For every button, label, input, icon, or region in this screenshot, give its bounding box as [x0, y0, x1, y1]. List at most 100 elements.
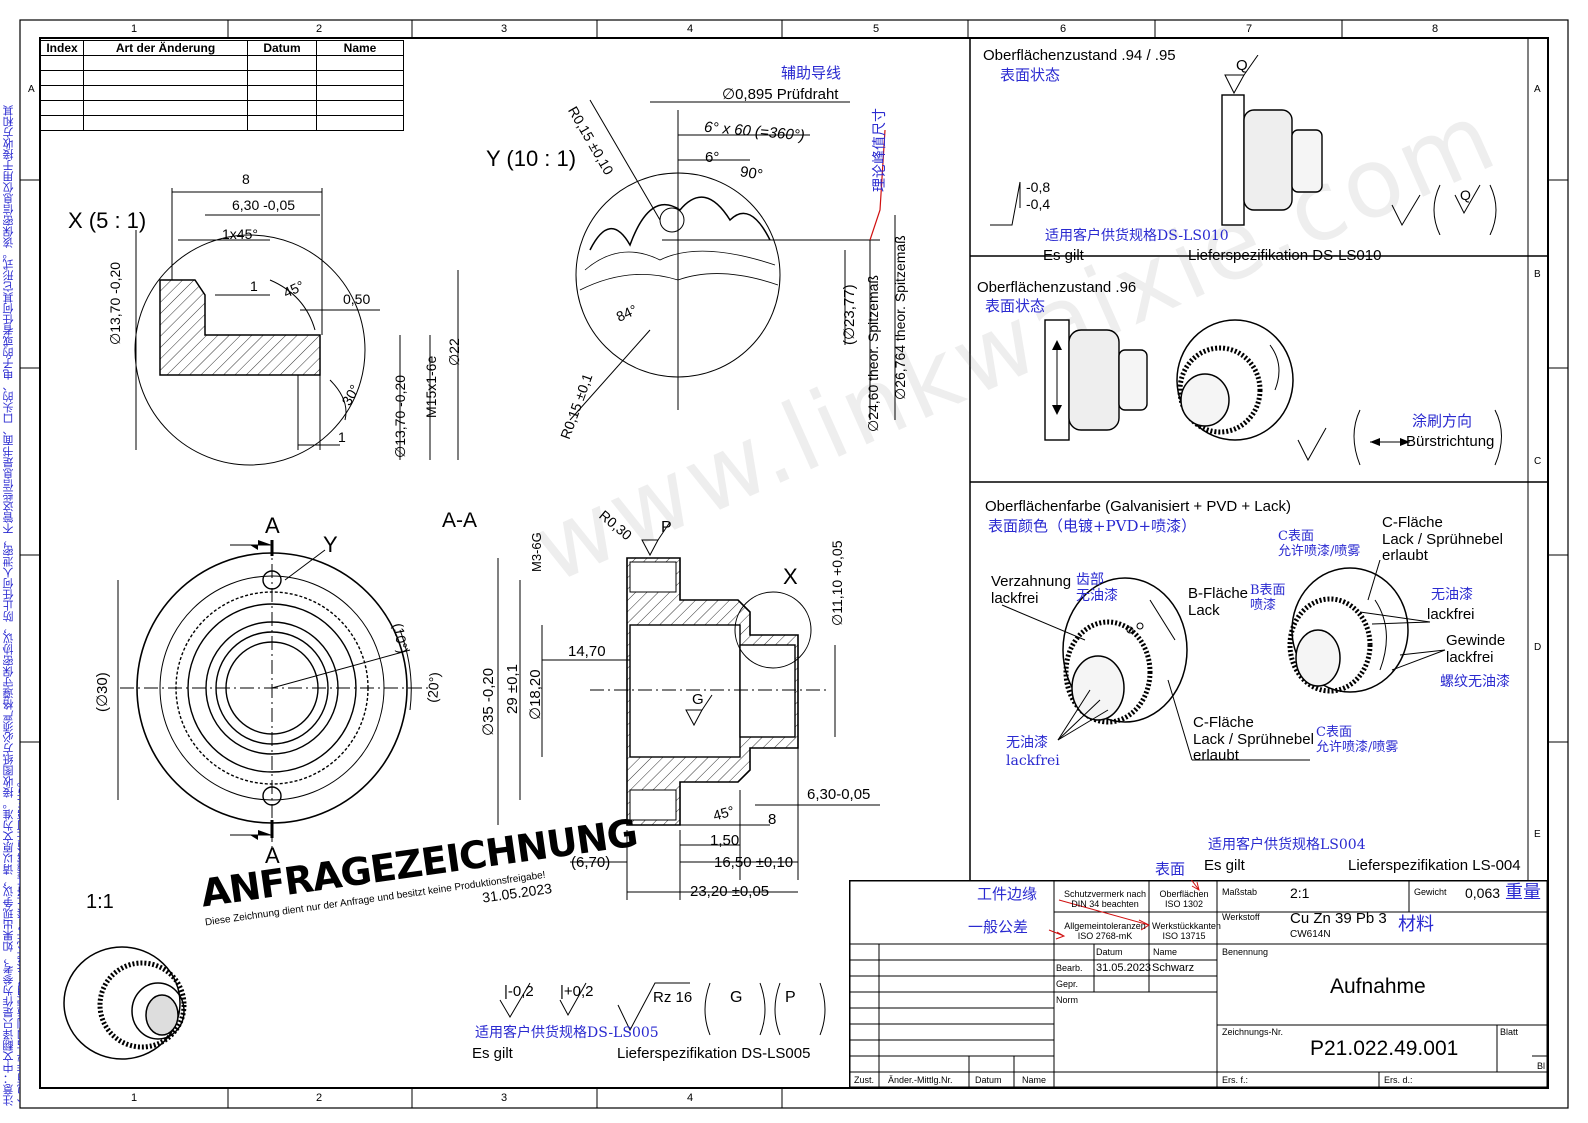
col-label-1: 1	[131, 23, 138, 35]
tb-name-header: Name	[1153, 947, 1178, 957]
dim-x-050: 0,50	[343, 291, 371, 307]
col-label-3-bottom: 3	[501, 1092, 508, 1104]
dim-630-bottom: 6,30-0,05	[807, 786, 871, 803]
dim-1650: 16,50 ±0,10	[714, 854, 794, 871]
dim-front-d30: (∅30)	[94, 672, 111, 712]
label-left-lackfrei: 无油漆 lackfrei	[1006, 735, 1060, 769]
rev-header-datum: Datum	[247, 40, 317, 56]
tb-benennung: Aufnahme	[1330, 975, 1426, 998]
tb-oberflaechen: Oberflächen ISO 1302	[1159, 889, 1209, 910]
cn-note-ls005: 适用客户供货规格DS-LS005	[475, 1025, 659, 1041]
scale-1-1-label: 1:1	[86, 891, 114, 913]
surface-color-cn: 表面颜色（电镀+PVD+喷漆）	[988, 517, 1197, 535]
col-label-2-bottom: 2	[316, 1092, 323, 1104]
label-m3-thread: M3-6G	[529, 532, 544, 572]
tolerance-minus-02: |-0,2	[504, 983, 534, 1000]
surface-94-drawing	[1221, 55, 1497, 235]
surface-symbol-g-bottom: G	[730, 989, 743, 1006]
dim-x-d1370-right: ∅13,70 -0,20	[392, 374, 408, 458]
surface-96-cn: 表面状态	[985, 297, 1046, 315]
brush-direction-cn: 涂刷方向	[1412, 412, 1473, 430]
finish-symbols-bottom	[499, 982, 826, 1036]
section-marker-a-top: A	[265, 513, 280, 538]
note-peak-size: 理论峰值尺寸	[872, 108, 888, 192]
label-b-flaeche-cn: B表面 喷漆	[1250, 583, 1286, 613]
tb-zust: Zust.	[854, 1075, 875, 1085]
dim-2320: 23,20 ±0,05	[690, 883, 770, 900]
dim-x-d1370-left: ∅13,70 -0,20	[107, 261, 123, 345]
revision-table: Index Art der Änderung Datum Name	[40, 40, 404, 131]
dim-x-1-bottom: 1	[338, 429, 346, 445]
label-gewinde-cn: 螺纹无油漆	[1440, 674, 1510, 690]
col-label-8: 8	[1432, 23, 1439, 35]
es-gilt-ls004: Es gilt	[1204, 857, 1245, 874]
tolerance-plus-02: |+0,2	[560, 983, 594, 1000]
dim-x-d22: ∅22	[446, 338, 462, 366]
dim-150: 1,50	[710, 832, 740, 849]
tb-schutzvermerk: Schutzvermerk nach DIN 34 beachten	[1063, 889, 1147, 910]
spec-ls010: Lieferspezifikation DS-LS010	[1188, 247, 1382, 264]
dim-x-1: 1	[250, 278, 258, 294]
tb-aender: Änder.-Mittlg.Nr.	[888, 1075, 953, 1085]
rev-row	[40, 100, 404, 116]
confidentiality-note: 注意：中文翻译只是作为参考，如果出现争议，请以原文为准。接收图纸方必须严格遵守保…	[2, 105, 20, 1106]
tb-bearb-label: Bearb.	[1056, 963, 1083, 973]
col-label-4: 4	[687, 23, 694, 35]
tb-norm-label: Norm	[1056, 995, 1078, 1005]
label-c-top: C-Fläche Lack / Sprühnebel erlaubt	[1382, 514, 1503, 564]
view-y-title: Y (10 : 1)	[486, 146, 577, 171]
view-x-title: X (5 : 1)	[68, 208, 147, 233]
row-label-d: D	[1534, 642, 1542, 653]
surface-color-drawing	[1001, 560, 1446, 761]
tolerance-symbol-94	[990, 181, 1021, 226]
front-view-drawing	[117, 540, 430, 850]
label-gewinde: Gewinde lackfrei	[1446, 632, 1506, 666]
tb-datum: Datum	[975, 1075, 1002, 1085]
detail-marker-y: Y	[323, 532, 338, 557]
label-b-flaeche: B-Fläche Lack	[1188, 585, 1249, 619]
label-verzahnung: Verzahnung lackfrei	[991, 573, 1072, 607]
tb-werkstoff-code: CW614N	[1290, 929, 1331, 940]
tb-zeichnungsnr: P21.022.49.001	[1310, 1037, 1459, 1060]
tb-gewicht: 0,063	[1465, 885, 1501, 901]
section-aa-title: A-A	[442, 509, 478, 532]
row-label-c: C	[1534, 456, 1542, 467]
cn-note-ls004: 适用客户供货规格LS004	[1208, 837, 1366, 853]
tb-ers-d: Ers. d.:	[1384, 1075, 1413, 1085]
tolerance-minus04: -0,4	[1026, 196, 1051, 212]
note-guide-line: 辅助导线	[781, 64, 842, 82]
title-block-grid	[849, 880, 1549, 1089]
detail-marker-x: X	[783, 564, 798, 589]
dim-x-chamfer: 1x45°	[222, 226, 258, 242]
col-label-6: 6	[1060, 23, 1067, 35]
annotation-tolerance-cn: 一般公差	[968, 918, 1029, 936]
annotation-surface-cn: 表面	[1155, 860, 1186, 878]
section-marker-a-bottom: A	[265, 843, 280, 868]
dim-d35: ∅35 -0,20	[480, 667, 497, 736]
tb-bearb-name: Schwarz	[1152, 962, 1195, 974]
rev-header-art: Art der Änderung	[83, 40, 248, 56]
dim-d1820: ∅18,20	[527, 669, 544, 720]
detail-view-y-drawing	[569, 99, 896, 421]
dim-front-20deg: (20°)	[424, 671, 443, 704]
label-lackfrei: lackfrei	[1427, 606, 1475, 623]
dim-x-630: 6,30 -0,05	[232, 197, 296, 213]
tb-gewicht-label: Gewicht	[1414, 887, 1447, 897]
surface-94-cn: 表面状态	[1000, 66, 1061, 84]
surface-symbol-p: P	[661, 519, 672, 536]
label-c-bottom: C-Fläche Lack / Sprühnebel erlaubt	[1193, 714, 1314, 764]
row-label-e: E	[1534, 829, 1541, 840]
dim-y-6deg: 6°	[705, 149, 720, 166]
tb-massstab-label: Maßstab	[1222, 887, 1258, 897]
col-label-3: 3	[501, 23, 508, 35]
label-verzahnung-cn: 齿部 无油漆	[1076, 572, 1118, 605]
surface-symbol-q-94: Q	[1236, 57, 1248, 74]
annotation-edge-cn: 工件边缘	[977, 885, 1038, 903]
section-aa-drawing	[497, 521, 880, 900]
dim-y-90deg: 90°	[738, 163, 764, 184]
tolerance-minus08: -0,8	[1026, 179, 1051, 195]
detail-view-x-drawing	[134, 188, 459, 466]
tb-zeichnungsnr-label: Zeichnungs-Nr.	[1222, 1027, 1284, 1037]
spec-ls005: Lieferspezifikation DS-LS005	[617, 1045, 811, 1062]
tb-allgemeintoleranzen: Allgemeintoleranzen ISO 2768-mK	[1064, 921, 1146, 942]
